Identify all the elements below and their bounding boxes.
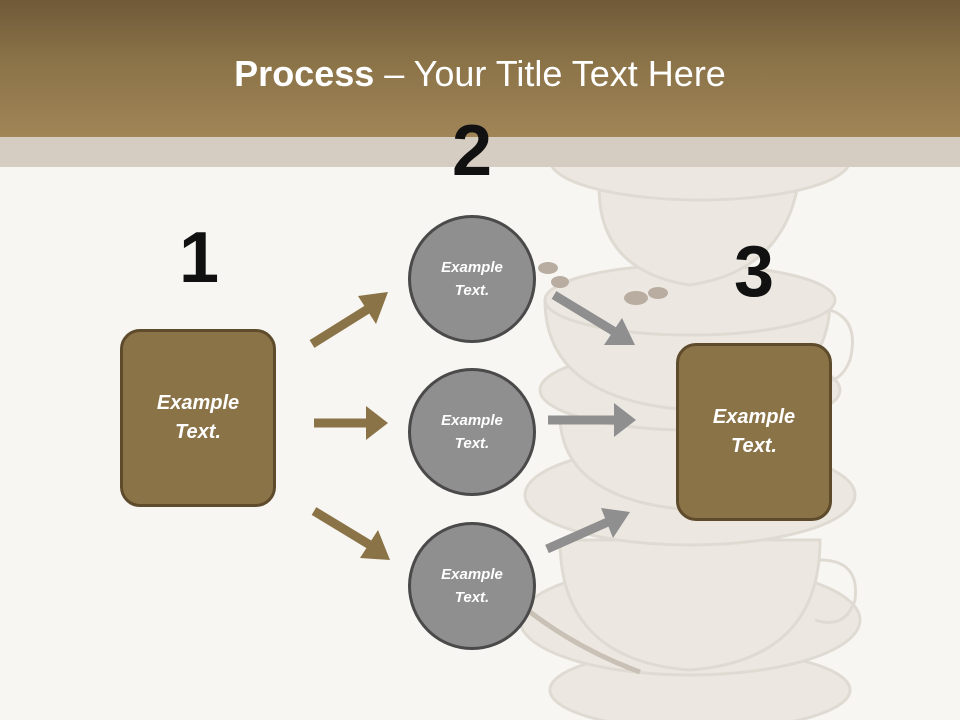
- arrow-middle-to-step3: [548, 403, 636, 437]
- step-2-circle-top: Example Text.: [408, 215, 536, 343]
- slide-title-bold: Process: [234, 53, 375, 94]
- slide-title: Process – Your Title Text Here: [0, 52, 960, 96]
- arrow-step1-to-bottom: [311, 507, 390, 560]
- slide-title-rest: – Your Title Text Here: [374, 53, 726, 94]
- arrow-step1-to-top: [309, 292, 388, 348]
- step-number-2: 2: [451, 111, 493, 191]
- arrow-step1-to-middle: [314, 406, 388, 440]
- step-number-1: 1: [178, 218, 220, 298]
- step-2-circle-bottom: Example Text.: [408, 522, 536, 650]
- step-2-circle-middle: Example Text.: [408, 368, 536, 496]
- step-1-box: Example Text.: [120, 329, 276, 507]
- arrow-bottom-to-step3: [545, 508, 630, 554]
- header-bar: [0, 0, 960, 137]
- step-number-3: 3: [733, 232, 775, 312]
- step-3-box: Example Text.: [676, 343, 832, 521]
- arrow-top-to-step3: [551, 291, 635, 345]
- header-accent-band: [0, 137, 960, 167]
